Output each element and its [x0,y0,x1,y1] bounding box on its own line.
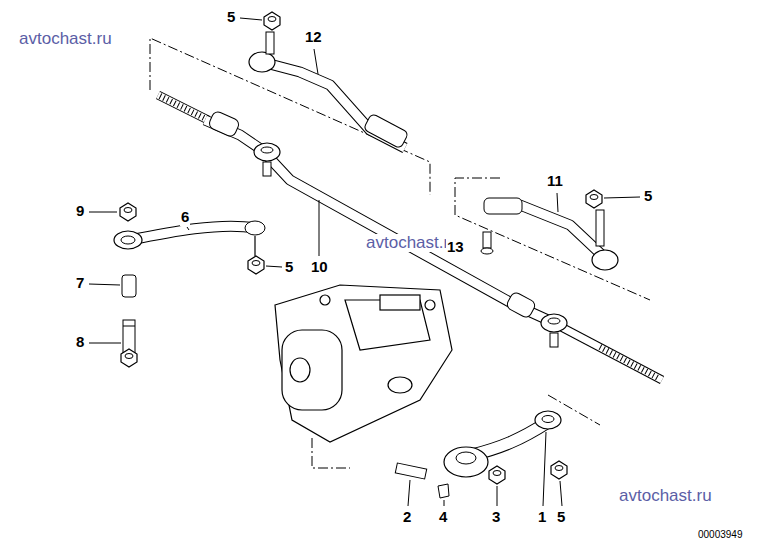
leader-line [89,18,640,506]
callout-number: 1 [537,508,547,526]
callout-number: 5 [556,508,566,526]
callout-number: 12 [304,28,323,46]
group-frame [150,38,650,468]
callout-number: 5 [226,8,236,26]
idler-arm [114,203,265,367]
callout-number: 7 [75,274,85,292]
callout-number: 10 [310,258,329,276]
callout-number: 6 [180,208,190,226]
tie-rod-end [249,12,409,149]
pitman-arm [395,411,567,498]
tie-rod [158,95,662,380]
tie-rod-end [481,190,618,270]
callout-number: 8 [75,333,85,351]
callout-number: 4 [438,508,448,526]
watermark: avtochast.ru [618,487,713,505]
steering-gear-box [275,285,452,442]
callout-number: 3 [491,508,501,526]
callout-number: 11 [546,172,564,190]
watermark: avtochast.ru [18,30,113,48]
callout-number: 5 [284,258,294,276]
callout-number: 5 [643,187,653,205]
callout-number: 13 [446,238,465,256]
callout-number: 2 [402,508,412,526]
callout-number: 9 [75,202,85,220]
drawing-number: 00003949 [697,526,744,544]
